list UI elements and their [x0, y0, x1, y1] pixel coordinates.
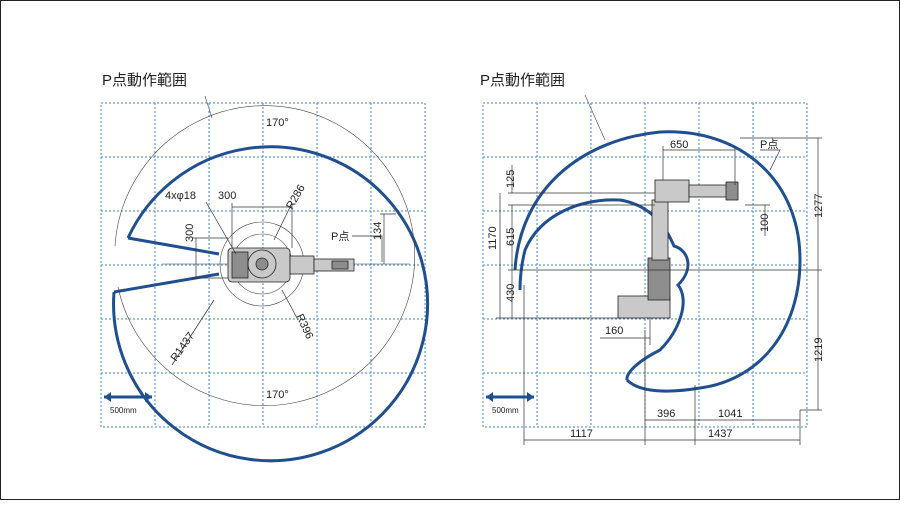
r286-leader — [273, 204, 292, 241]
r1437-leader — [171, 299, 215, 366]
dim-300-width — [231, 203, 293, 248]
label-1117: 1117 — [570, 428, 593, 440]
label-615: 615 — [505, 228, 517, 246]
left-envelope-cut-lines — [113, 236, 220, 294]
dim-1117-1437 — [523, 285, 800, 445]
left-scale-label: 500mm — [110, 406, 137, 415]
right-envelope-inner — [518, 198, 690, 381]
label-1437: 1437 — [708, 428, 732, 440]
left-angle-top: 170° — [266, 117, 289, 129]
left-angle-bottom: 170° — [266, 389, 289, 401]
dim-650 — [662, 146, 736, 185]
dim-100 — [745, 204, 770, 236]
label-160: 160 — [605, 325, 623, 337]
left-title: P点動作範囲 — [102, 71, 187, 89]
label-396: 396 — [657, 408, 675, 420]
dim-134 — [380, 213, 396, 264]
label-650: 650 — [670, 139, 688, 151]
label-1170: 1170 — [487, 226, 499, 250]
label-holes: 4xφ18 — [165, 190, 196, 202]
label-1219: 1219 — [813, 338, 825, 362]
dim-1170 — [496, 193, 620, 319]
holes-leader — [205, 201, 237, 255]
left-envelope-outer-arc — [112, 145, 430, 463]
right-title: P点動作範囲 — [480, 71, 565, 89]
r396-leader — [281, 289, 299, 321]
p-point-leader-r — [760, 149, 781, 171]
dim-160 — [600, 318, 651, 345]
label-100: 100 — [759, 214, 771, 232]
right-scale-label: 500mm — [492, 406, 519, 415]
label-w300: 300 — [218, 190, 236, 202]
dim-615 — [508, 204, 800, 271]
right-robot — [617, 179, 739, 319]
label-p-point-r: P点 — [760, 138, 778, 151]
label-134: 134 — [372, 222, 384, 240]
label-430: 430 — [505, 284, 517, 302]
dim-1219 — [800, 270, 822, 411]
label-1277: 1277 — [813, 194, 825, 218]
label-125: 125 — [505, 170, 517, 188]
left-angle-arc — [114, 105, 415, 406]
dim-125 — [508, 165, 655, 194]
left-robot — [227, 247, 355, 283]
p-point-leader — [352, 235, 383, 262]
label-h300: 300 — [184, 224, 196, 242]
label-1041: 1041 — [718, 408, 742, 420]
right-envelope-outer — [513, 130, 802, 393]
dim-396-1041 — [644, 330, 801, 445]
dim-300-height — [192, 237, 228, 279]
right-side-view: P点動作範囲 650 P点 125 — [480, 71, 825, 445]
label-p-point: P点 — [331, 230, 349, 243]
